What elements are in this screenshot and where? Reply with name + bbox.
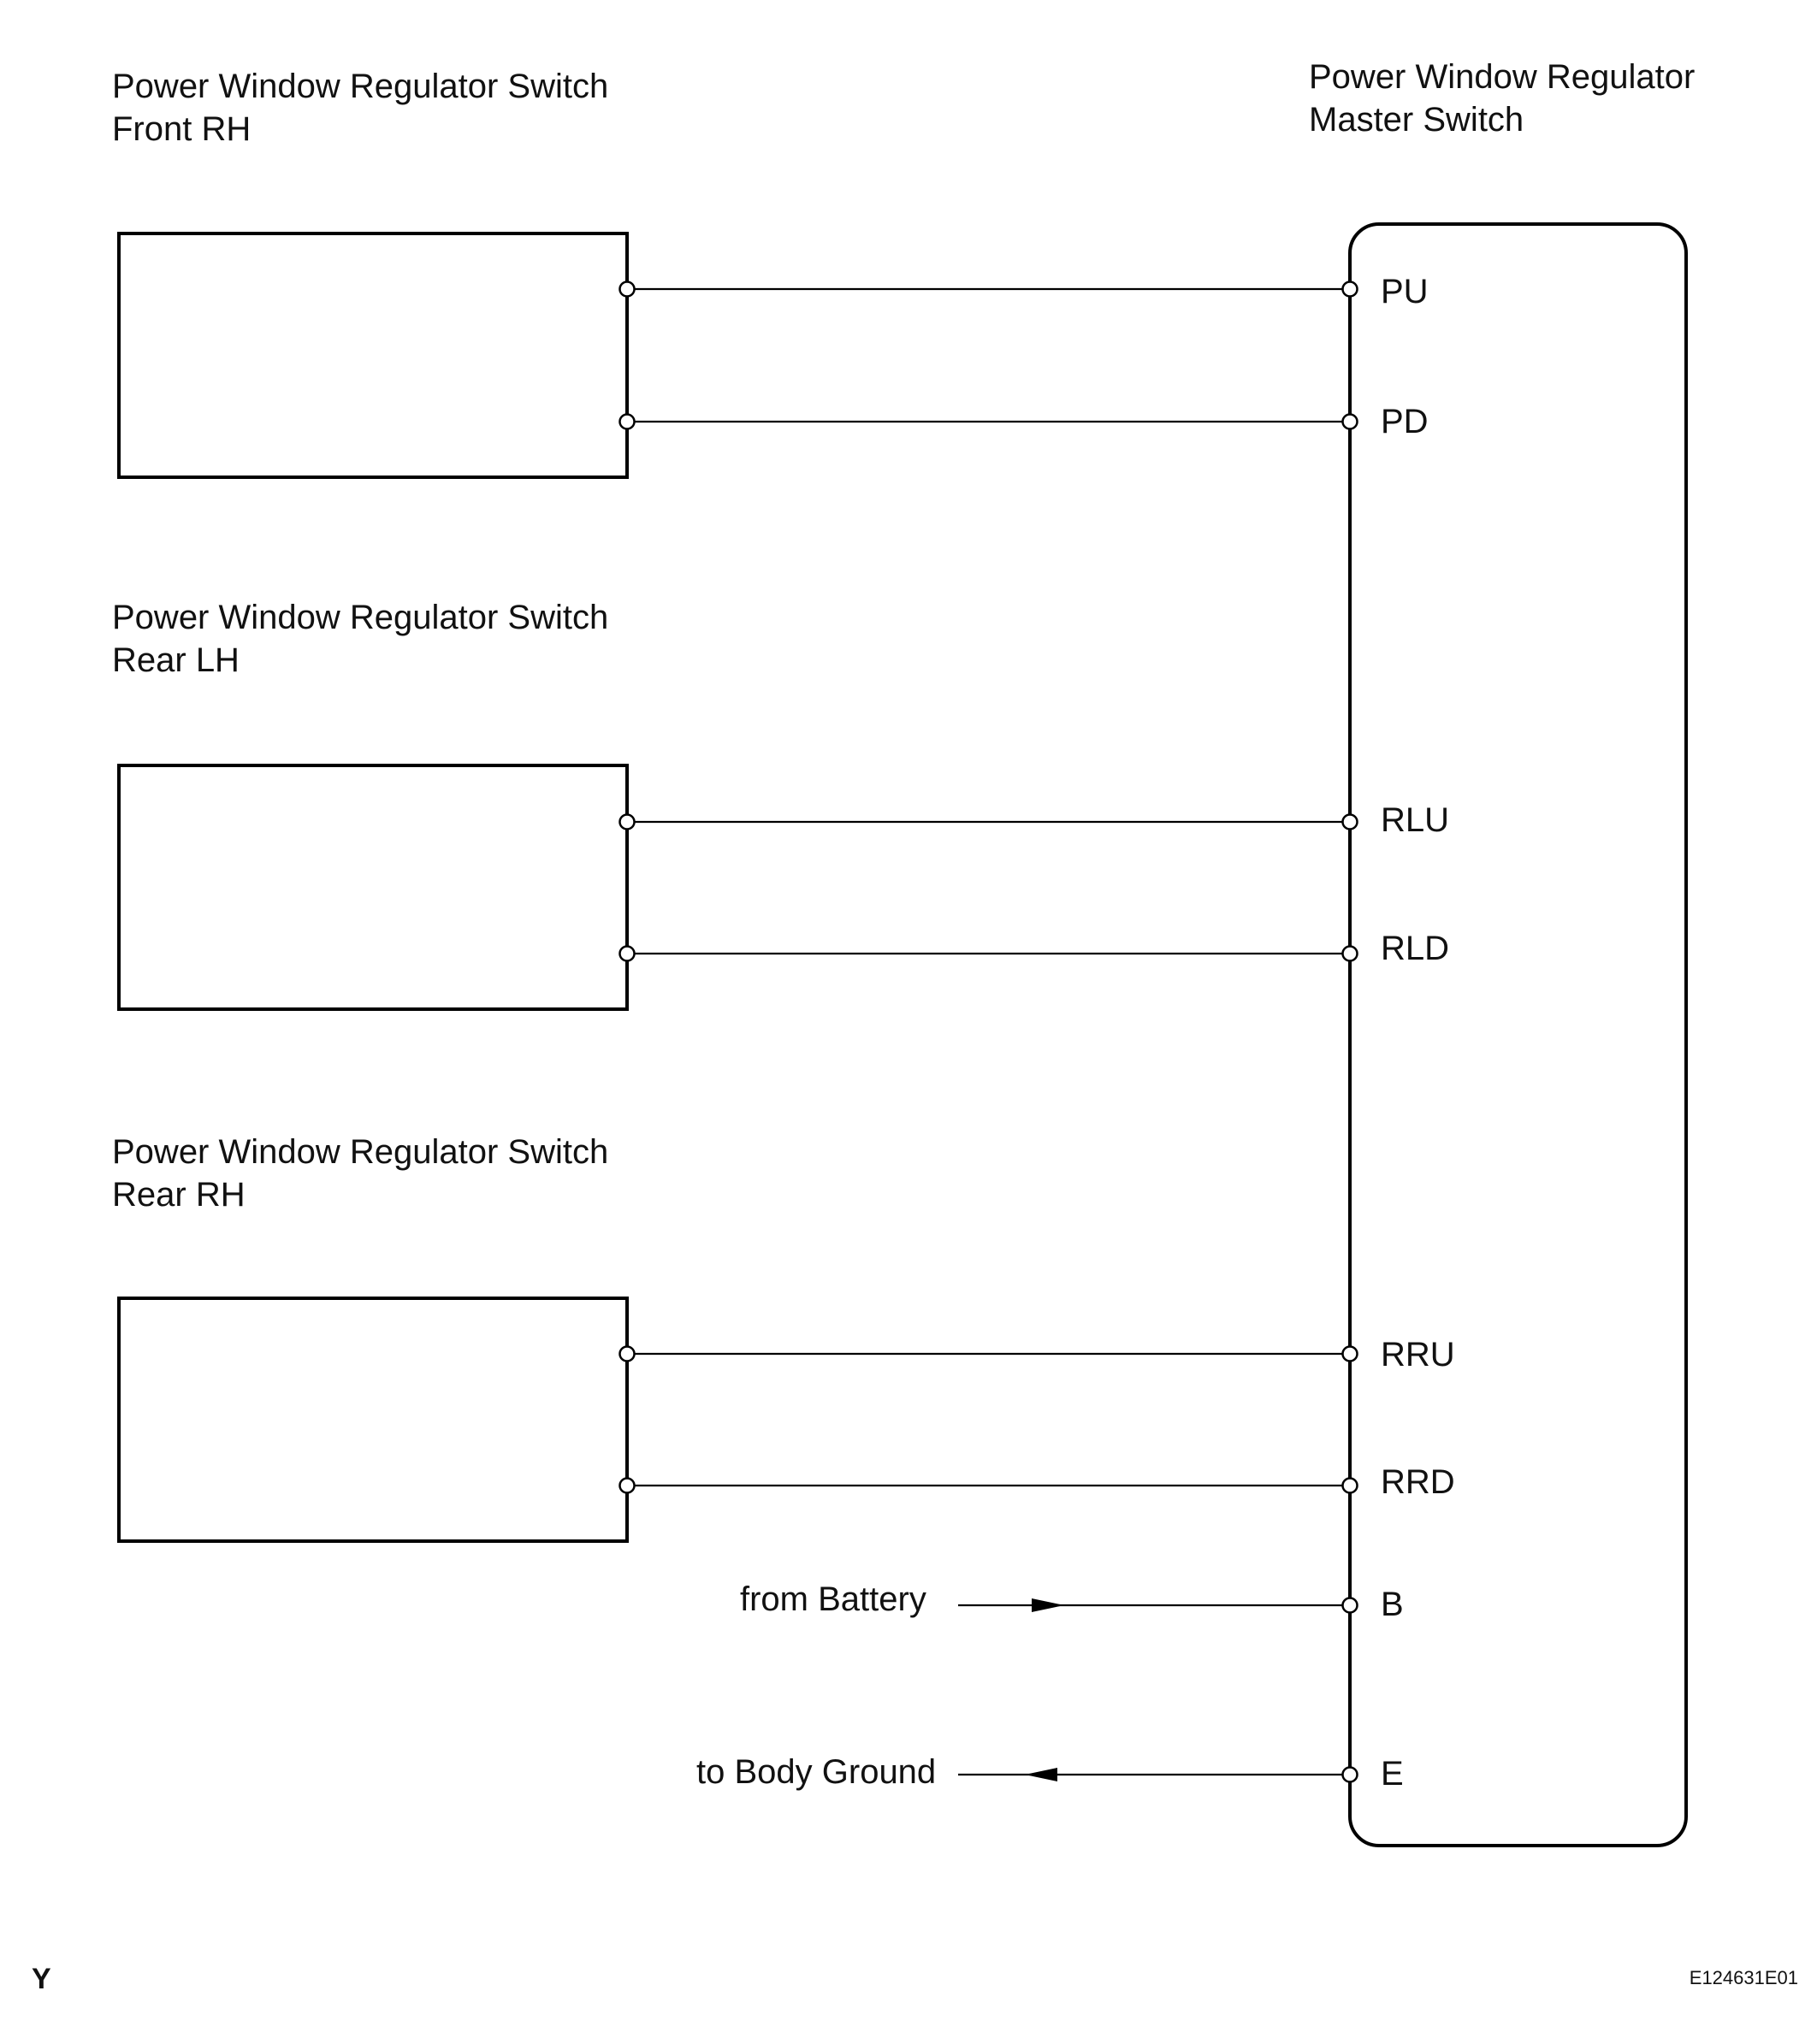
terminal-b	[1341, 1597, 1358, 1614]
pin-label-rru: RRU	[1381, 1336, 1455, 1373]
switch-rear-lh-title-line1: Power Window Regulator Switch	[112, 599, 608, 636]
terminal-front-rh-up	[618, 281, 636, 298]
switch-rear-rh: Power Window Regulator Switch Rear RH RR…	[112, 1133, 1455, 1543]
master-switch-title-line1: Power Window Regulator	[1309, 58, 1695, 96]
switch-rear-rh-body	[117, 1297, 629, 1543]
switch-front-rh: Power Window Regulator Switch Front RH P…	[112, 68, 1429, 479]
pin-label-b: B	[1381, 1586, 1404, 1623]
terminal-rear-rh-down	[618, 1477, 636, 1494]
switch-rear-lh: Power Window Regulator Switch Rear LH RL…	[112, 599, 1449, 1011]
pin-label-rlu: RLU	[1381, 801, 1449, 839]
switch-front-rh-title-line1: Power Window Regulator Switch	[112, 68, 608, 105]
terminal-pu	[1341, 281, 1358, 298]
corner-mark: Y	[32, 1963, 51, 1995]
body-ground-label: to Body Ground	[696, 1753, 936, 1791]
switch-rear-rh-title-line1: Power Window Regulator Switch	[112, 1133, 608, 1171]
switch-front-rh-title-line2: Front RH	[112, 110, 251, 148]
terminal-rrd	[1341, 1477, 1358, 1494]
terminal-rear-lh-up	[618, 813, 636, 830]
terminal-rlu	[1341, 813, 1358, 830]
pin-label-e: E	[1381, 1755, 1404, 1793]
terminal-rld	[1341, 945, 1358, 962]
terminal-rru	[1341, 1345, 1358, 1362]
terminal-front-rh-down	[618, 413, 636, 430]
arrow-in-icon	[1032, 1598, 1064, 1612]
arrow-out-icon	[1025, 1768, 1057, 1781]
master-switch-title-line2: Master Switch	[1309, 101, 1524, 139]
battery-supply-label: from Battery	[740, 1580, 926, 1618]
terminal-pd	[1341, 413, 1358, 430]
terminal-rear-lh-down	[618, 945, 636, 962]
switch-rear-rh-title-line2: Rear RH	[112, 1176, 246, 1214]
master-switch-body	[1348, 222, 1688, 1847]
switch-rear-lh-title-line2: Rear LH	[112, 641, 240, 679]
terminal-rear-rh-up	[618, 1345, 636, 1362]
pin-label-rld: RLD	[1381, 930, 1449, 967]
master-switch: Power Window Regulator Master Switch	[1309, 58, 1695, 1847]
switch-front-rh-body	[117, 232, 629, 479]
pin-label-rrd: RRD	[1381, 1463, 1455, 1501]
battery-supply: from Battery B	[740, 1580, 1404, 1623]
switch-rear-lh-body	[117, 764, 629, 1011]
figure-code: E124631E01	[1690, 1967, 1798, 1988]
body-ground: to Body Ground E	[696, 1753, 1404, 1793]
terminal-e	[1341, 1766, 1358, 1783]
pin-label-pu: PU	[1381, 273, 1429, 310]
pin-label-pd: PD	[1381, 403, 1429, 440]
